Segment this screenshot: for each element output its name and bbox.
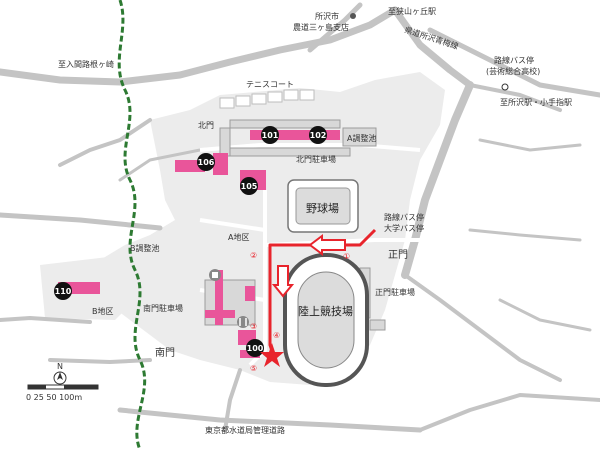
label-bus-stop-1: 路線バス停: [384, 212, 424, 222]
library-icon: [209, 269, 221, 281]
building-badge-110: 110: [54, 282, 72, 300]
label-area-b: B地区: [92, 306, 114, 316]
label-baseball: 野球場: [306, 201, 339, 215]
label-to-irumagawa: 至入間路根ヶ崎: [58, 59, 114, 69]
label-route-bus-2: (芸術総合高校): [486, 66, 540, 76]
label-area-a: A地区: [228, 232, 249, 242]
building-badge-102: 102: [309, 126, 327, 144]
step-marker-5: ⑤: [250, 364, 257, 373]
label-to-tokorozawa-kotesashi: 至所沢駅・小手指駅: [500, 97, 572, 107]
svg-text:105: 105: [241, 182, 258, 191]
step-marker-2: ②: [250, 251, 257, 260]
athletics-track: [283, 253, 369, 387]
building-badge-100: 100: [246, 339, 264, 357]
label-main-gate-parking: 正門駐車場: [375, 287, 415, 297]
svg-text:0 25 50 100m: 0 25 50 100m: [26, 393, 82, 402]
svg-text:101: 101: [262, 131, 279, 140]
label-b-pond: B調整池: [130, 243, 160, 253]
road-network: [0, 2, 600, 433]
scale-bar: 0 25 50 100m: [26, 384, 99, 402]
label-to-sayamagaoka: 至狭山ヶ丘駅: [388, 6, 436, 16]
label-north-gate: 北門: [198, 121, 214, 130]
svg-text:100: 100: [247, 344, 264, 353]
svg-text:110: 110: [55, 287, 72, 296]
route-arrow-left: [308, 234, 346, 256]
baseball-field: [287, 179, 359, 233]
label-tokorozawa-2: 農道三ヶ島支店: [293, 22, 349, 32]
label-main-gate: 正門: [388, 249, 408, 261]
label-south-gate: 南門: [155, 346, 175, 359]
svg-text:106: 106: [198, 158, 215, 167]
svg-text:N: N: [57, 362, 63, 371]
destination-star-icon: [260, 343, 284, 367]
label-a-pond: A調整池: [347, 133, 376, 143]
step-marker-4: ④: [273, 331, 280, 340]
label-waterworks-road: 東京都水道局管理道路: [205, 425, 285, 435]
building-badge-105: 105: [240, 177, 258, 195]
building-badge-106: 106: [197, 153, 215, 171]
tennis-courts: [219, 89, 315, 109]
step-marker-3: ③: [250, 322, 257, 331]
step-marker-1: ①: [343, 252, 350, 261]
river: [117, 0, 147, 450]
label-tokorozawa-1: 所沢市: [315, 11, 339, 21]
label-bus-stop-2: 大学バス停: [384, 223, 424, 233]
label-route-bus-1: 路線バス停: [494, 55, 534, 65]
svg-text:102: 102: [310, 131, 327, 140]
label-north-parking: 北門駐車場: [296, 154, 336, 164]
building-badge-101: 101: [261, 126, 279, 144]
label-track: 陸上競技場: [298, 304, 353, 318]
bus-stop-marker: [501, 83, 509, 91]
bank-marker: [350, 13, 356, 19]
route-arrow-down: [271, 265, 295, 298]
restaurant-icon: [237, 316, 249, 328]
label-tennis-court: テニスコート: [246, 80, 294, 89]
label-south-gate-parking: 南門駐車場: [143, 303, 183, 313]
north-arrow-icon: N: [53, 362, 67, 385]
